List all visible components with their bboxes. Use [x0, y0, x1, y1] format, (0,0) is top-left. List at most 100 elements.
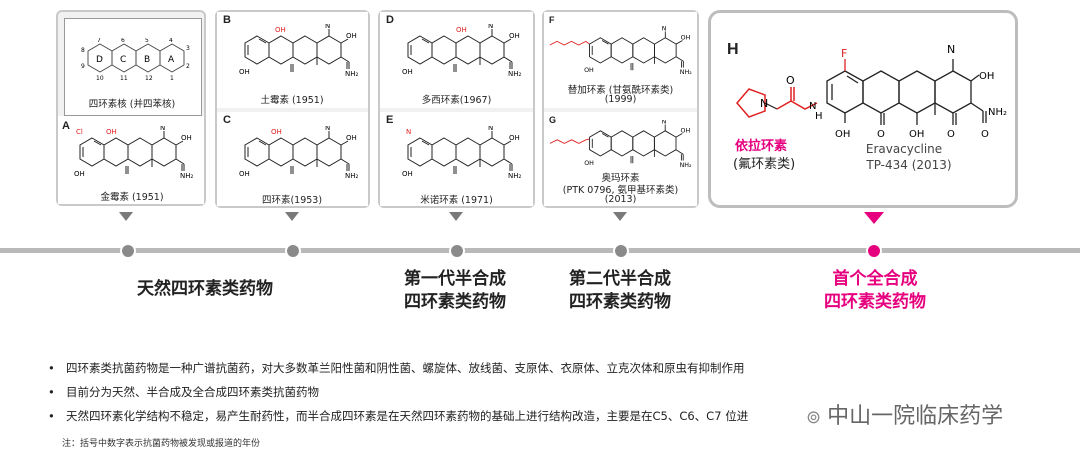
- card-eravacycline: H N O N H: [708, 10, 1018, 208]
- eravacycline-subclass: (氟环素类): [733, 157, 796, 172]
- n-d: N: [488, 24, 493, 30]
- watermark: ⊚中山一院临床药学: [806, 398, 1003, 430]
- ring-d: D: [96, 55, 103, 65]
- card-d-panel: [380, 12, 533, 108]
- label-a: A: [62, 120, 70, 132]
- card-g-panel: [544, 112, 697, 206]
- timeline-dot-2: [285, 243, 301, 259]
- caption-f-2: (1999): [604, 94, 637, 105]
- eravacycline-structure: N O N H F N O: [736, 43, 1007, 140]
- nh2-f: NH₂: [680, 69, 692, 76]
- tetracycline-structure: OH OH NH₂ OH N: [239, 126, 359, 180]
- pos-7: 7: [97, 38, 101, 44]
- nh2: NH₂: [180, 172, 194, 180]
- n-red-e: N: [406, 128, 411, 136]
- oh-h-2: OH: [909, 129, 924, 140]
- caption-f-1: 替加环素 (甘氨酰环素类): [567, 85, 674, 96]
- era-second-gen: 第二代半合成 四环素类药物: [545, 268, 695, 314]
- caption-e: 米诺环素 (1971): [420, 195, 493, 206]
- era-first-gen-line1: 第一代半合成: [404, 269, 506, 289]
- eravacycline-en-name: Eravacycline: [865, 142, 943, 156]
- o-h-2: O: [947, 129, 955, 140]
- oh-b: OH: [239, 68, 250, 76]
- oh-a-g: OH: [681, 128, 691, 135]
- h-amide: H: [815, 111, 823, 122]
- oh-a-b: OH: [346, 32, 357, 40]
- oh-c: OH: [239, 170, 250, 178]
- era-second-gen-line2: 四环素类药物: [569, 292, 671, 312]
- era-first-gen: 第一代半合成 四环素类药物: [380, 268, 530, 314]
- oh-a: OH: [181, 134, 192, 142]
- oh-g: OH: [584, 160, 594, 167]
- oh-red: OH: [106, 128, 117, 136]
- pos-1: 1: [170, 75, 174, 82]
- n-atom: N: [160, 126, 165, 132]
- era-total-line1: 首个全合成: [832, 269, 918, 289]
- ring-c: C: [120, 55, 126, 65]
- timeline-dot-3: [449, 243, 465, 259]
- eravacycline-code: TP-434 (2013): [866, 158, 952, 172]
- timeline-dot-1: [120, 243, 136, 259]
- nh2-d: NH₂: [508, 70, 522, 78]
- n-b: N: [325, 24, 330, 30]
- era-total-line2: 四环素类药物: [824, 292, 926, 312]
- timeline-dot-4: [613, 243, 629, 259]
- nucleus-caption: 四环素核 (并四苯核): [88, 99, 176, 110]
- bullet-3: 天然四环素化学结构不稳定，易产生耐药性，而半合成四环素是在天然四环素药物的基础上…: [48, 404, 748, 428]
- chlortetracycline-structure: Cl OH OH NH₂ OH N: [74, 126, 194, 180]
- caption-c: 四环素(1953): [261, 195, 323, 206]
- watermark-text: 中山一院临床药学: [827, 404, 1004, 429]
- pos-11: 11: [120, 75, 128, 82]
- caption-a: 金霉素 (1951): [100, 192, 164, 203]
- caption-g-3: (2013): [604, 194, 637, 205]
- oh-d2: OH: [402, 68, 413, 76]
- oh-red-b: OH: [275, 26, 286, 34]
- n-c: N: [325, 126, 330, 132]
- nh2-e: NH₂: [508, 172, 522, 180]
- bullet-1: 四环素类抗菌药物是一种广谱抗菌药，对大多数革兰阳性菌和阴性菌、螺旋体、放线菌、支…: [48, 356, 748, 380]
- n-e: N: [488, 126, 493, 132]
- era-total-synthesis: 首个全合成 四环素类药物: [800, 268, 950, 314]
- pointer-a: [119, 212, 133, 221]
- oxytetracycline-structure: OH OH NH₂ OH N: [239, 24, 359, 78]
- card-nucleus-chlortetracycline: D C B A 7 6 5 4 3 8 2 9 1 10 11 12 四环素核 …: [56, 10, 206, 206]
- label-c: C: [223, 114, 231, 126]
- pos-6: 6: [121, 38, 125, 44]
- pointer-h: [864, 212, 884, 224]
- era-first-gen-line2: 四环素类药物: [404, 292, 506, 312]
- bullet-list: 四环素类抗菌药物是一种广谱抗菌药，对大多数革兰阳性菌和阴性菌、螺旋体、放线菌、支…: [38, 356, 748, 428]
- caption-g-1: 奥玛环素: [601, 173, 640, 184]
- f-atom: F: [841, 47, 847, 60]
- o-h-3: O: [981, 129, 989, 140]
- nh2-h: NH₂: [988, 107, 1007, 118]
- nh2-c: NH₂: [345, 172, 359, 180]
- n-f: N: [662, 26, 667, 33]
- caption-d: 多西环素(1967): [421, 95, 492, 106]
- minocycline-structure: N OH NH₂ OH N: [402, 126, 522, 180]
- doxycycline-structure: OH OH NH₂ OH N: [402, 24, 522, 78]
- caption-b: 土霉素 (1951): [260, 95, 324, 106]
- oh-e: OH: [402, 170, 413, 178]
- oh-h-top: OH: [979, 71, 994, 82]
- card-tigecycline-omadacycline: F OH NH₂ OH N 替加环素 (甘氨酰环素类) (1999) G OH …: [542, 10, 699, 208]
- pointer-b-c: [285, 212, 299, 221]
- timeline-bar: [0, 248, 1080, 253]
- caption-g-2: (PTK 0796, 氨甲基环素类): [562, 185, 679, 196]
- era-second-gen-line1: 第二代半合成: [569, 269, 671, 289]
- pos-8: 8: [81, 47, 85, 54]
- timeline-dot-5: [866, 243, 882, 259]
- oh-d: OH: [74, 170, 85, 178]
- oh-h-1: OH: [835, 129, 850, 140]
- pos-5: 5: [145, 38, 149, 44]
- oh-a-e: OH: [509, 134, 520, 142]
- pos-3: 3: [186, 45, 190, 52]
- o-amide: O: [786, 74, 795, 87]
- pointer-d-e: [449, 212, 463, 221]
- cl-atom: Cl: [76, 128, 83, 136]
- label-f: F: [549, 15, 555, 25]
- label-d: D: [386, 14, 394, 26]
- label-h: H: [727, 41, 739, 58]
- label-e: E: [386, 114, 394, 126]
- oh-a-c: OH: [346, 134, 357, 142]
- label-b: B: [223, 14, 231, 26]
